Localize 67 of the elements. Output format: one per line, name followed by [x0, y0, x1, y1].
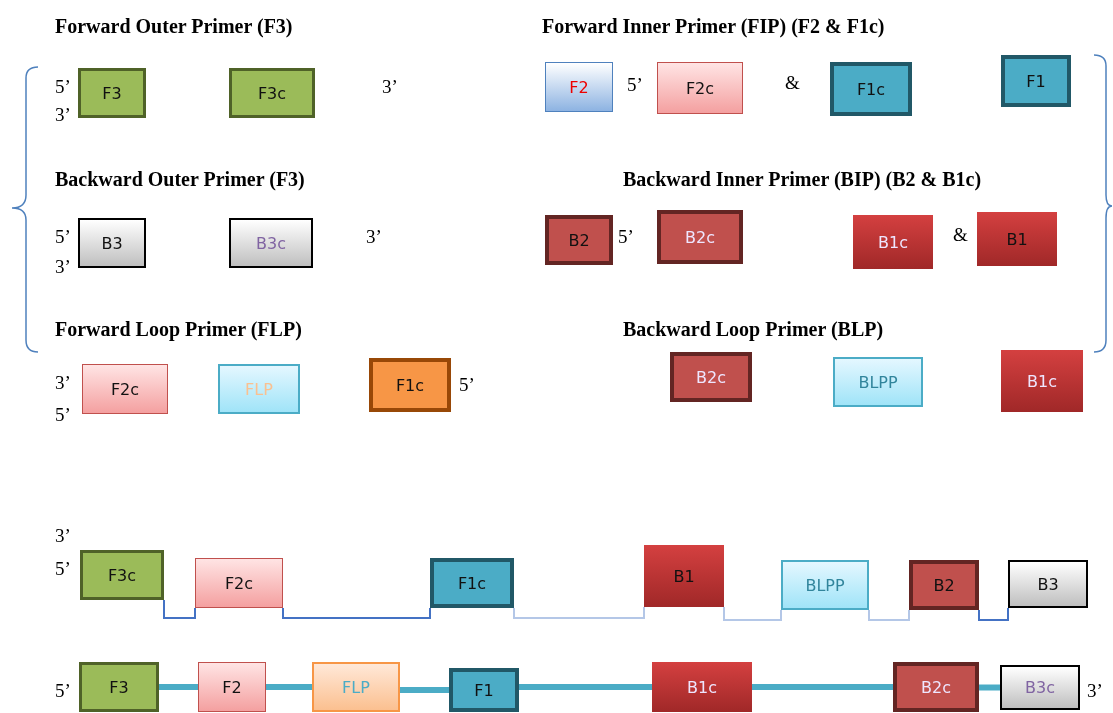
primer-region-box: F3	[78, 68, 146, 118]
strand-end-label: 3’	[366, 226, 382, 248]
primer-region-box: BLPP	[833, 357, 923, 407]
strand-end-label: 5’	[55, 76, 71, 98]
dna-strand-line	[978, 607, 1009, 621]
primer-region-box: FLP	[312, 662, 400, 712]
primer-region-box: B3	[1008, 560, 1088, 608]
ampersand-label: &	[785, 72, 800, 94]
primer-region-box: F1	[449, 668, 519, 712]
primer-region-box: F2c	[82, 364, 168, 414]
strand-end-label: 3’	[55, 525, 71, 547]
section-heading: Forward Inner Primer (FIP) (F2 & F1c)	[542, 15, 885, 38]
dna-strand-line	[266, 684, 312, 690]
dna-strand-line	[159, 684, 198, 690]
primer-region-box: B2	[909, 560, 979, 610]
dna-strand-line	[752, 684, 893, 690]
strand-end-label: 5’	[55, 558, 71, 580]
primer-region-box: B1	[977, 212, 1057, 266]
primer-region-box: B2c	[670, 352, 752, 402]
primer-region-box: F3	[79, 662, 159, 712]
dna-strand-line	[513, 606, 645, 619]
primer-region-box: B2	[545, 215, 613, 265]
primer-region-box: F2c	[657, 62, 743, 114]
ampersand-label: &	[953, 224, 968, 246]
primer-region-box: F1	[1001, 55, 1071, 107]
primer-region-box: B2c	[893, 662, 979, 712]
strand-end-label: 3’	[382, 76, 398, 98]
section-heading: Backward Loop Primer (BLP)	[623, 318, 884, 341]
primer-region-box: B1c	[1001, 350, 1083, 412]
strand-end-label: 3’	[1087, 680, 1103, 702]
section-heading: Backward Inner Primer (BIP) (B2 & B1c)	[623, 168, 982, 191]
strand-end-label: 5’	[55, 680, 71, 702]
primer-region-box: F2c	[195, 558, 283, 608]
strand-end-label: 5’	[55, 226, 71, 248]
primer-region-box: F2	[198, 662, 266, 712]
dna-strand-line	[723, 606, 782, 621]
strand-end-label: 5’	[618, 226, 634, 248]
primer-region-box: F3c	[229, 68, 315, 118]
strand-end-label: 5’	[627, 74, 643, 96]
primer-region-box: B3c	[1000, 665, 1080, 710]
primer-region-box: F1c	[430, 558, 514, 608]
dna-strand-line	[979, 684, 1000, 691]
strand-end-label: 5’	[459, 374, 475, 396]
dna-strand-line	[282, 607, 431, 619]
strand-end-label: 5’	[55, 404, 71, 426]
section-heading: Forward Outer Primer (F3)	[55, 15, 293, 38]
strand-end-label: 3’	[55, 372, 71, 394]
dna-strand-line	[163, 599, 196, 619]
primer-region-box: FLP	[218, 364, 300, 414]
primer-region-box: F1c	[830, 62, 912, 116]
section-heading: Backward Outer Primer (F3)	[55, 168, 305, 191]
primer-region-box: BLPP	[781, 560, 869, 610]
primer-region-box: F1c	[369, 358, 451, 412]
dna-strand-line	[868, 609, 910, 621]
primer-region-box: B3	[78, 218, 146, 268]
strand-end-label: 3’	[55, 104, 71, 126]
section-heading: Forward Loop Primer (FLP)	[55, 318, 302, 341]
dna-strand-line	[519, 684, 652, 690]
strand-end-label: 3’	[55, 256, 71, 278]
primer-region-box: B1c	[853, 215, 933, 269]
primer-region-box: B1c	[652, 662, 752, 712]
primer-region-box: F2	[545, 62, 613, 112]
primer-region-box: B3c	[229, 218, 313, 268]
dna-strand-line	[400, 687, 449, 693]
primer-region-box: F3c	[80, 550, 164, 600]
primer-region-box: B2c	[657, 210, 743, 264]
primer-region-box: B1	[644, 545, 724, 607]
